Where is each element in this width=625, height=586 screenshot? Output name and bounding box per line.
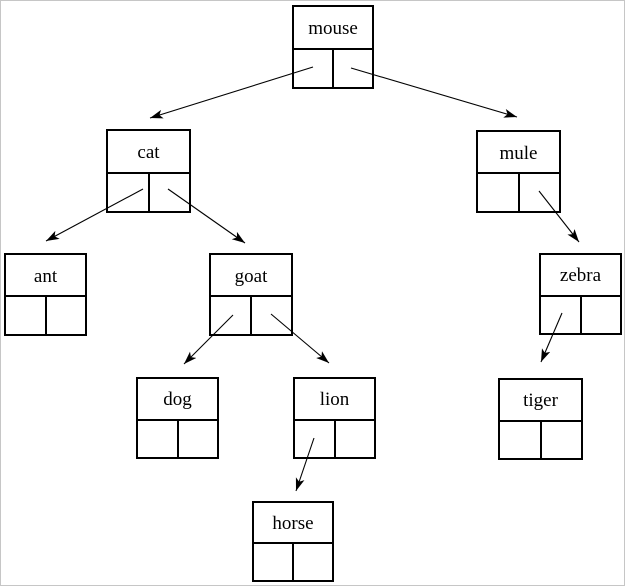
node-right-pointer-cell-horse [294, 544, 332, 580]
node-pointer-cells-dog [138, 420, 218, 457]
edge-mouse-left-to-cat [149, 66, 314, 119]
node-pointer-cells-mouse [294, 49, 372, 87]
node-label-tiger: tiger [500, 380, 581, 422]
node-left-pointer-cell-dog [138, 420, 179, 457]
node-label-mule: mule [478, 132, 559, 175]
node-right-pointer-cell-goat [252, 297, 291, 334]
node-pointer-cells-goat [211, 297, 291, 334]
node-label-cat: cat [108, 131, 189, 174]
edge-cat-left-to-ant [45, 188, 144, 242]
node-label-lion: lion [295, 379, 374, 421]
node-pointer-cells-ant [6, 297, 85, 334]
node-right-pointer-cell-mouse [334, 50, 372, 87]
node-pointer-cells-lion [295, 420, 375, 457]
edge-lion-left-to-horse [295, 437, 315, 492]
edge-goat-right-to-lion [270, 313, 330, 364]
node-right-pointer-cell-mule [520, 174, 560, 211]
edge-zebra-left-to-tiger [540, 312, 563, 363]
node-label-horse: horse [254, 503, 332, 545]
node-left-pointer-cell-horse [254, 544, 294, 580]
tree-node-dog: dog [136, 377, 219, 459]
tree-node-lion: lion [293, 377, 376, 459]
tree-node-goat: goat [209, 253, 293, 336]
edge-goat-left-to-dog [183, 314, 234, 365]
edge-mouse-right-to-mule [350, 67, 518, 118]
node-label-dog: dog [138, 379, 217, 421]
node-label-goat: goat [211, 255, 291, 298]
node-left-pointer-cell-mule [478, 174, 520, 211]
node-right-pointer-cell-dog [179, 421, 218, 457]
tree-node-ant: ant [4, 253, 87, 336]
node-left-pointer-cell-zebra [541, 296, 582, 333]
node-left-pointer-cell-goat [211, 297, 252, 334]
tree-node-mule: mule [476, 130, 561, 213]
node-label-ant: ant [6, 255, 85, 298]
tree-node-zebra: zebra [539, 253, 622, 335]
node-right-pointer-cell-zebra [582, 297, 621, 333]
node-pointer-cells-mule [478, 174, 559, 211]
tree-node-mouse: mouse [292, 5, 374, 89]
node-pointer-cells-tiger [500, 421, 582, 458]
edge-mule-right-to-zebra [538, 190, 580, 243]
tree-node-tiger: tiger [498, 378, 583, 460]
node-label-zebra: zebra [541, 255, 620, 297]
node-right-pointer-cell-lion [336, 421, 375, 457]
tree-node-horse: horse [252, 501, 334, 582]
node-left-pointer-cell-ant [6, 297, 47, 334]
node-right-pointer-cell-ant [47, 297, 86, 334]
node-right-pointer-cell-tiger [542, 422, 582, 458]
node-pointer-cells-cat [108, 173, 190, 211]
node-pointer-cells-zebra [541, 296, 621, 333]
node-left-pointer-cell-mouse [294, 49, 334, 87]
edge-cat-right-to-goat [167, 188, 246, 244]
node-right-pointer-cell-cat [150, 174, 190, 211]
node-left-pointer-cell-cat [108, 173, 150, 211]
node-left-pointer-cell-lion [295, 420, 336, 457]
node-pointer-cells-horse [254, 544, 332, 580]
node-label-mouse: mouse [294, 7, 372, 50]
tree-node-cat: cat [106, 129, 191, 213]
node-left-pointer-cell-tiger [500, 421, 542, 458]
